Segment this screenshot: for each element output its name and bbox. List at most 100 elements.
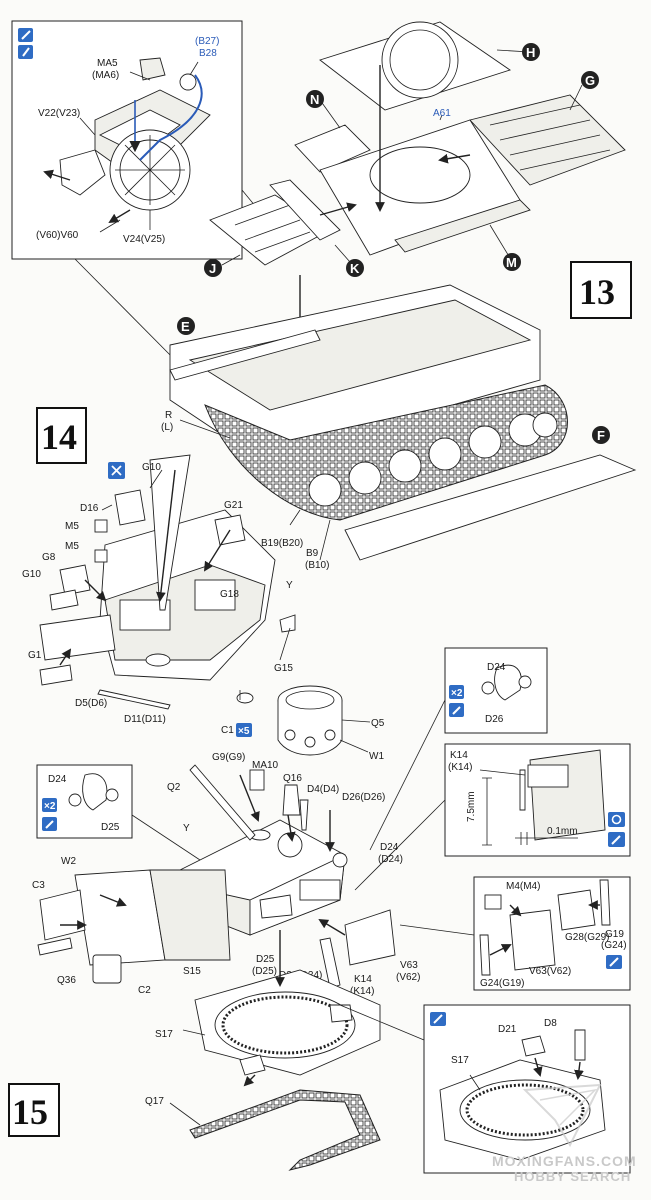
watermark-line1: MOXINGFANS.COM (492, 1153, 637, 1169)
subassembly-g-deck (469, 94, 626, 186)
label-d24a: D24 (487, 662, 506, 673)
label-c3: C3 (32, 880, 45, 891)
label-s15: S15 (183, 966, 201, 977)
paint-icon (18, 45, 33, 59)
step-13-number: 13 (579, 272, 615, 312)
label-ma5: MA5 (97, 58, 118, 69)
svg-text:J: J (209, 261, 216, 276)
label-g24b: G24(G19) (480, 978, 524, 989)
label-c2: C2 (138, 985, 151, 996)
label-d24d: (D24) (378, 854, 403, 865)
cupola-w1 (277, 685, 343, 756)
label-q5: Q5 (371, 718, 385, 729)
label-v24: V24(V25) (123, 234, 165, 245)
label-g21: G21 (224, 500, 243, 511)
label-d26a: D26 (485, 714, 504, 725)
label-g18: G18 (220, 589, 239, 600)
paint-icon (42, 817, 57, 831)
step-14-number: 14 (41, 417, 77, 457)
label-c1: C1 (221, 725, 234, 736)
paint-icon (449, 703, 464, 717)
label-g15: G15 (274, 663, 293, 674)
svg-text:×5: ×5 (238, 726, 250, 737)
label-r: R (165, 410, 172, 421)
label-l: (L) (161, 422, 173, 433)
badge-k: K (346, 259, 364, 277)
label-s17b: S17 (451, 1055, 469, 1066)
label-g28: G28(G29) (565, 932, 609, 943)
label-m4: M4(M4) (506, 881, 540, 892)
label-ma10: MA10 (252, 760, 279, 771)
badge-j: J (204, 259, 222, 277)
label-v22: V22(V23) (38, 108, 80, 119)
svg-text:M: M (506, 255, 517, 270)
label-dim-0-1: 0.1mm (547, 826, 578, 837)
label-g24: (G24) (601, 940, 627, 951)
blue-wire (139, 74, 203, 161)
times-five-icon: ×5 (236, 723, 252, 737)
paint-icon (606, 955, 622, 969)
label-d24b: D24 (48, 774, 67, 785)
times-two-icon: ×2 (42, 798, 57, 812)
step-13-box (570, 261, 632, 319)
label-b9: B9 (306, 548, 319, 559)
step-15-number: 15 (12, 1092, 48, 1132)
step-15-box (8, 1083, 60, 1137)
label-ma6: (MA6) (92, 70, 119, 81)
label-d8: D8 (544, 1018, 557, 1029)
label-w1: W1 (369, 751, 384, 762)
svg-text:E: E (181, 319, 190, 334)
watermark-line2: HOBBY SEARCH (514, 1169, 631, 1184)
svg-text:F: F (597, 428, 605, 443)
part-d24-d26 (481, 664, 532, 701)
small-parts-step14 (39, 454, 296, 710)
part-v63-assembly (479, 879, 611, 976)
hull-with-tracks (169, 284, 637, 561)
label-d25a: D25 (101, 822, 120, 833)
label-y2: Y (183, 823, 190, 834)
label-g10b: G10 (22, 569, 41, 580)
subassembly-m-deck (319, 119, 531, 256)
label-w2: W2 (61, 856, 76, 867)
k14-fitting-view (479, 749, 606, 846)
label-d25c: (D25) (252, 966, 277, 977)
label-k14d: (K14) (350, 986, 374, 997)
label-q17: Q17 (145, 1096, 164, 1107)
badge-m: M (503, 253, 521, 271)
paint-icon (18, 28, 33, 42)
paint-icon (608, 832, 625, 847)
svg-text:G: G (585, 73, 595, 88)
label-g8: G8 (42, 552, 56, 563)
label-q16: Q16 (283, 773, 302, 784)
do-not-use-icon (108, 462, 125, 479)
label-d16: D16 (80, 503, 99, 514)
label-b28: B28 (199, 48, 217, 59)
option-icon (608, 812, 625, 827)
label-k14c: K14 (354, 974, 372, 985)
times-two-icon: ×2 (449, 685, 464, 699)
label-m5b: M5 (65, 541, 79, 552)
label-d25b: D25 (256, 954, 275, 965)
label-b19: B19(B20) (261, 538, 303, 549)
badge-n: N (306, 90, 324, 108)
label-d24c: D24 (380, 842, 399, 853)
label-dim-7-5: 7.5mm (466, 791, 477, 822)
paint-icon (430, 1012, 446, 1026)
svg-text:H: H (526, 45, 535, 60)
label-y1: Y (286, 580, 293, 591)
label-v60: (V60)V60 (36, 230, 79, 241)
label-q36: Q36 (57, 975, 76, 986)
label-k14b: (K14) (448, 762, 472, 773)
step-14-box (36, 407, 87, 464)
label-d4: D4(D4) (307, 784, 339, 795)
watermark-logo (522, 1083, 602, 1148)
label-g9: G9(G9) (212, 752, 245, 763)
label-m5a: M5 (65, 521, 79, 532)
spare-track-q17 (189, 1089, 381, 1171)
badge-f: F (592, 426, 610, 444)
subassembly-k-plate (269, 179, 341, 241)
badge-g: G (581, 71, 599, 89)
label-v63: V63 (400, 960, 418, 971)
label-b27: (B27) (195, 36, 219, 47)
